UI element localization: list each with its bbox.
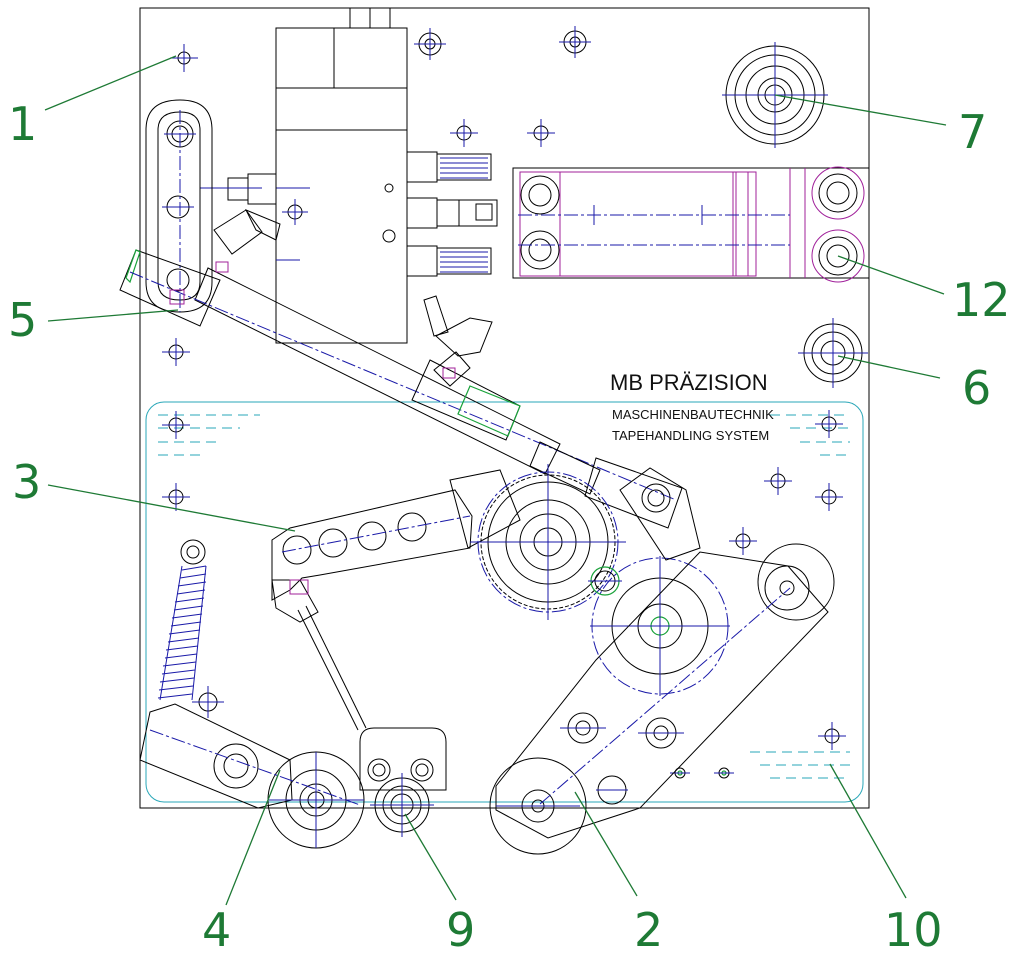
- callout-5: 5: [8, 293, 37, 347]
- plate-line1: MASCHINENBAUTECHNIK: [612, 407, 774, 422]
- gear: [470, 464, 626, 620]
- lever-arm-2: [489, 543, 835, 855]
- callout-3: 3: [12, 455, 41, 509]
- roller-9: [359, 727, 447, 837]
- callout-7: 7: [958, 105, 987, 159]
- pneumatic-valve-block: [200, 7, 498, 344]
- lever-arm-4: [139, 703, 365, 849]
- callout-1: 1: [8, 97, 37, 151]
- plate-line2: TAPEHANDLING SYSTEM: [612, 428, 769, 443]
- cover-hatch-marks: [158, 414, 850, 779]
- pulley: [588, 556, 730, 696]
- callout-2: 2: [634, 903, 663, 957]
- slotted-bracket: [145, 99, 213, 313]
- leader-lines: [44, 55, 947, 906]
- base-plate: [139, 7, 870, 809]
- callout-9: 9: [446, 903, 475, 957]
- lever-arm-3: [271, 469, 521, 731]
- linear-guide-12: [512, 166, 870, 283]
- callout-12: 12: [952, 273, 1011, 327]
- callout-10: 10: [884, 903, 943, 957]
- roller-6: [798, 318, 868, 388]
- callout-4: 4: [202, 903, 231, 957]
- pneumatic-cylinder: [119, 209, 683, 529]
- mounting-holes: [162, 26, 846, 779]
- clevis: [619, 467, 701, 561]
- cover-plate: [145, 401, 864, 803]
- plate-brand: MB PRÄZISION: [610, 370, 768, 395]
- roller-7: [722, 42, 828, 148]
- callout-6: 6: [962, 361, 991, 415]
- tension-spring: [157, 539, 207, 701]
